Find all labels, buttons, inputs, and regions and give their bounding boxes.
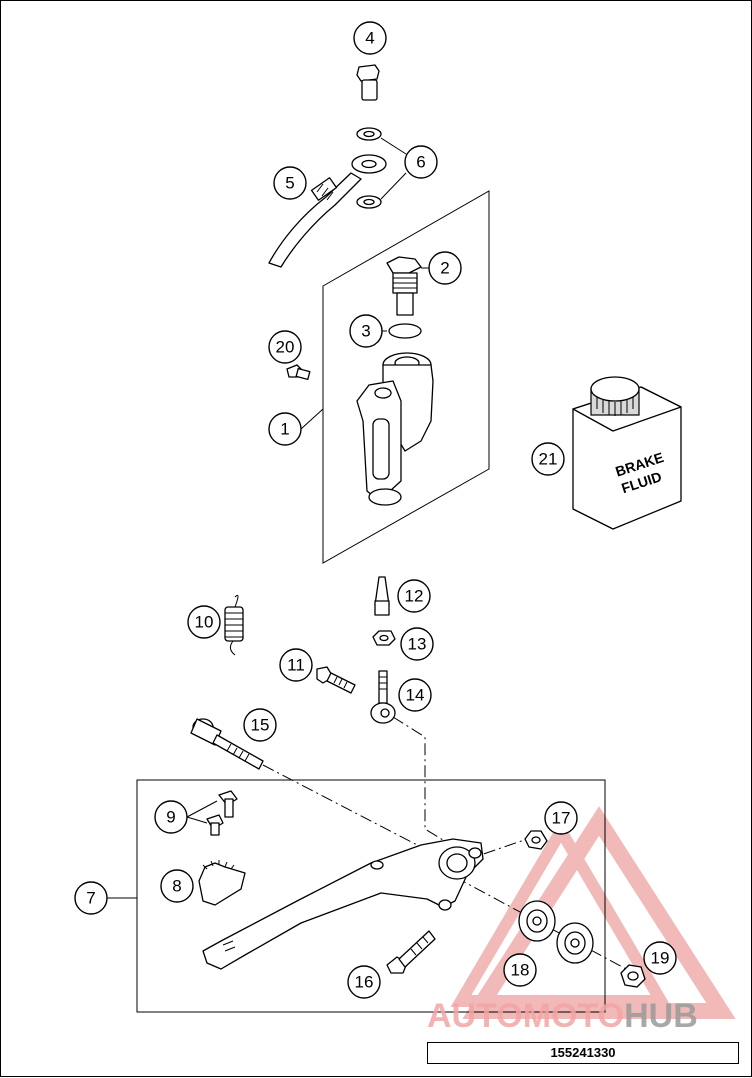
drawing-number: 155241330: [427, 1042, 739, 1064]
svg-text:5: 5: [285, 174, 294, 193]
watermark-text: AUTOMOTOHUB: [427, 997, 698, 1035]
watermark-moto: MOTO: [523, 997, 624, 1035]
part-connector: [386, 256, 422, 316]
callout-18: 18: [503, 953, 537, 987]
svg-text:18: 18: [511, 961, 530, 980]
svg-text:14: 14: [406, 686, 425, 705]
callout-8: 8: [160, 869, 194, 903]
svg-text:11: 11: [287, 656, 305, 675]
callout-1: 1: [268, 412, 302, 446]
svg-text:16: 16: [355, 973, 374, 992]
watermark-logo: [450, 806, 736, 1019]
callout-11: 11: [279, 648, 313, 682]
callout-13: 13: [400, 627, 434, 661]
callout-10: 10: [187, 605, 221, 639]
callout-4: 4: [353, 21, 387, 55]
part-o-ring: [388, 323, 422, 339]
part-bolt-16: [386, 930, 436, 974]
callout-9: 9: [154, 800, 188, 834]
svg-text:17: 17: [552, 809, 571, 828]
svg-text:21: 21: [539, 450, 558, 469]
callout-12: 12: [397, 579, 431, 613]
svg-text:9: 9: [166, 808, 175, 827]
callout-17: 17: [544, 801, 578, 835]
svg-text:20: 20: [276, 338, 295, 357]
part-clevis: [370, 670, 396, 724]
callout-21: 21: [531, 442, 565, 476]
callout-2: 2: [428, 251, 462, 285]
part-nut-17: [524, 830, 548, 850]
callout-14: 14: [398, 678, 432, 712]
brake-pedal-frame: [136, 779, 606, 1013]
part-brake-fluid-bottle: BRAKE FLUID: [572, 376, 682, 530]
watermark-auto: AUTO: [427, 997, 523, 1035]
part-bolt-11: [316, 666, 356, 694]
svg-text:3: 3: [361, 322, 370, 341]
part-spring: [224, 594, 244, 656]
svg-text:15: 15: [251, 716, 270, 735]
svg-text:2: 2: [440, 259, 449, 278]
part-brake-hose: [268, 154, 387, 268]
callout-19: 19: [643, 941, 677, 975]
watermark-hub: HUB: [624, 997, 698, 1035]
part-nut-13: [372, 630, 396, 646]
svg-text:8: 8: [172, 877, 181, 896]
callout-3: 3: [349, 314, 383, 348]
master-cylinder-frame: [322, 190, 490, 564]
svg-text:12: 12: [405, 587, 424, 606]
part-sealing-washers: [356, 127, 382, 209]
part-banjo-bolt: [356, 64, 380, 101]
part-bolt-15: [190, 718, 264, 770]
leader-lines: [107, 137, 437, 899]
callout-16: 16: [347, 965, 381, 999]
svg-text:1: 1: [280, 420, 289, 439]
svg-text:4: 4: [365, 29, 374, 48]
part-screw-20: [286, 364, 311, 381]
svg-text:6: 6: [416, 153, 425, 172]
svg-text:13: 13: [408, 635, 427, 654]
svg-text:19: 19: [651, 949, 670, 968]
part-push-rod: [374, 576, 390, 616]
callout-6: 6: [404, 145, 438, 179]
callout-7: 7: [74, 881, 108, 915]
part-screws-9: [206, 790, 238, 836]
part-bearings: [518, 900, 594, 964]
svg-text:7: 7: [86, 889, 95, 908]
svg-text:10: 10: [195, 613, 214, 632]
part-brake-pedal: [202, 838, 484, 970]
part-pedal-tip: [198, 860, 246, 906]
svg-text:AUTOMOTOHUB: AUTOMOTOHUB: [427, 997, 698, 1035]
callout-15: 15: [243, 708, 277, 742]
callout-20: 20: [268, 330, 302, 364]
part-master-cylinder: [356, 352, 434, 506]
part-nut-19: [620, 964, 646, 988]
callout-5: 5: [273, 166, 307, 200]
